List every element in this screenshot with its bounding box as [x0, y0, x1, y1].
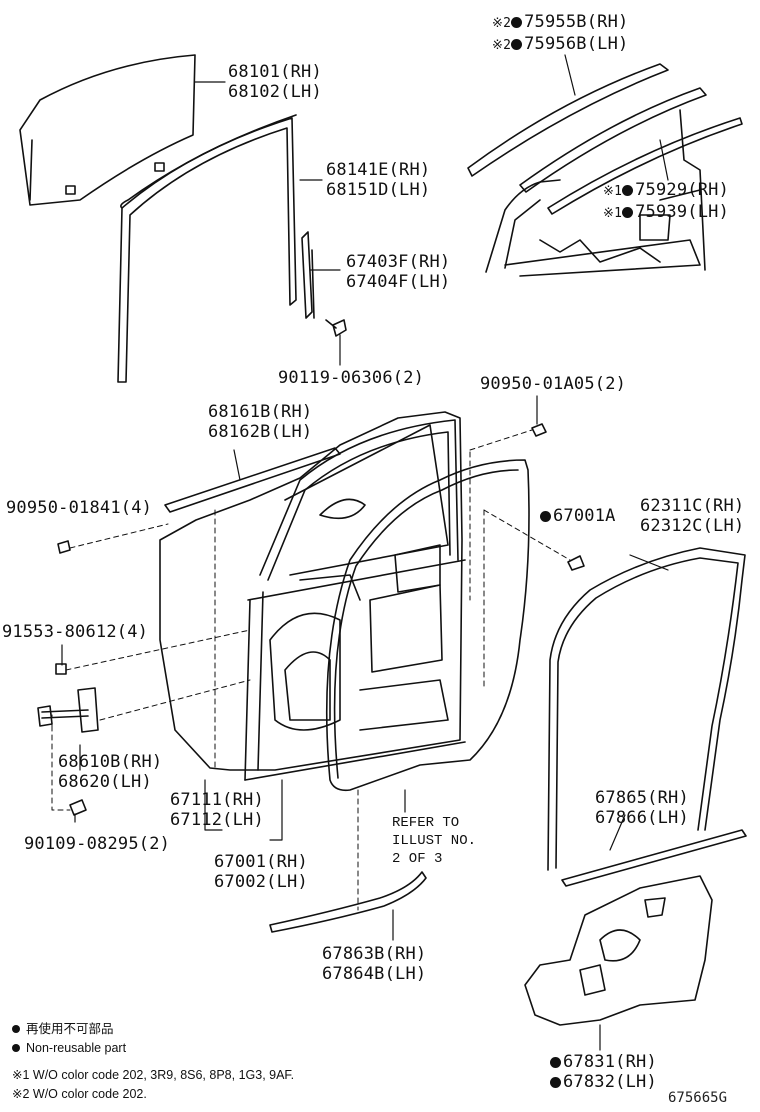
part-number: 67866(LH): [595, 808, 689, 828]
non-reusable-dot: [622, 185, 634, 196]
label-75929: ※1 75929(RH) ※1 75939(LH): [603, 180, 729, 224]
door-shell-drawing: [159, 411, 466, 781]
glass-run-drawing: [117, 114, 297, 383]
label-90950-01a05: 90950-01A05(2): [480, 374, 626, 394]
footnote-2: ※2 W/O color code 202.: [12, 1087, 147, 1101]
refer-line: REFER TO: [392, 815, 460, 831]
note-mark: ※1: [603, 184, 623, 199]
footnote-1: ※1 W/O color code 202, 3R9, 8S6, 8P8, 1G…: [12, 1068, 295, 1082]
part-number: 90119-06306(2): [278, 368, 425, 388]
label-67865: 67865(RH) 67866(LH): [595, 788, 689, 828]
stud-67001a-drawing: [567, 555, 585, 571]
refer-note: REFER TO ILLUST NO. 2 OF 3: [392, 814, 476, 868]
legend-row-jp: 再使用不可部品: [12, 1020, 126, 1039]
division-bar-drawing: [301, 231, 315, 319]
part-number: 67002(LH): [214, 872, 308, 892]
legend-jp-text: 再使用不可部品: [26, 1022, 114, 1036]
label-68141e: 68141E(RH) 68151D(LH): [326, 160, 430, 200]
part-number: 62311C(RH): [640, 496, 745, 516]
door-glass-drawing: [19, 54, 196, 206]
refer-line: 2 OF 3: [392, 851, 443, 867]
label-68101: 68101(RH) 68102(LH): [228, 62, 322, 102]
part-number: 68151D(LH): [326, 180, 431, 200]
part-number: 75929(RH): [635, 180, 730, 200]
opening-trim-drawing: [547, 547, 746, 871]
part-number: 67403F(RH): [346, 252, 451, 272]
part-number: 75956B(LH): [524, 34, 629, 54]
label-67403f: 67403F(RH) 67404F(LH): [346, 252, 450, 292]
part-number: 67832(LH): [563, 1072, 657, 1092]
refer-line: ILLUST NO.: [392, 833, 477, 849]
part-number: 68162B(LH): [208, 422, 313, 442]
note-mark: ※2: [492, 38, 512, 53]
bolt-90109-drawing: [69, 799, 87, 816]
label-67001a: 67001A: [540, 506, 616, 526]
footnotes: ※1 W/O color code 202, 3R9, 8S6, 8P8, 1G…: [12, 1066, 294, 1104]
part-number: 67865(RH): [595, 788, 689, 808]
legend-en-text: Non-reusable part: [26, 1041, 127, 1055]
part-number: 90950-01A05(2): [480, 374, 627, 394]
legend: 再使用不可部品 Non-reusable part: [12, 1020, 126, 1058]
part-number: 75939(LH): [635, 202, 730, 222]
label-68610b: 68610B(RH) 68620(LH): [58, 752, 162, 792]
part-number: 68610B(RH): [58, 752, 163, 772]
label-91553: 91553-80612(4): [2, 622, 148, 642]
label-68161b: 68161B(RH) 68162B(LH): [208, 402, 312, 442]
part-number: 90950-01841(4): [6, 498, 153, 518]
figure-ref: 675665G: [668, 1090, 728, 1106]
belt-moulding-drawing: [467, 63, 743, 277]
part-number: 68161B(RH): [208, 402, 313, 422]
bolt-90119-drawing: [325, 319, 347, 337]
door-weatherstrip-drawing: [325, 459, 530, 792]
clip-90950-01a05-drawing: [531, 423, 547, 437]
label-90950-01841: 90950-01841(4): [6, 498, 152, 518]
note-mark: ※2: [492, 16, 512, 31]
part-number: 75955B(RH): [524, 12, 629, 32]
part-number: 90109-08295(2): [24, 834, 171, 854]
part-number: 68102(LH): [228, 82, 322, 102]
part-number: 68620(LH): [58, 772, 152, 792]
part-number: 67001(RH): [214, 852, 308, 872]
clip-90950-01841-drawing: [57, 540, 71, 554]
part-number: 67863B(RH): [322, 944, 427, 964]
label-62311c: 62311C(RH) 62312C(LH): [640, 496, 744, 536]
part-number: 67404F(LH): [346, 272, 451, 292]
label-67001: 67001(RH) 67002(LH): [214, 852, 308, 892]
non-reusable-dot: [550, 1057, 561, 1068]
lower-weatherstrip-drawing: [269, 871, 427, 933]
part-number: 67831(RH): [563, 1052, 657, 1072]
non-reusable-dot: [550, 1077, 561, 1088]
part-number: 68141E(RH): [326, 160, 431, 180]
non-reusable-dot: [540, 511, 551, 522]
part-number: 67001A: [553, 506, 616, 526]
part-number: 62312C(LH): [640, 516, 745, 536]
label-75955b: ※2 75955B(RH) ※2 75956B(LH): [492, 12, 628, 56]
dashed-assembly-lines: [51, 429, 571, 911]
non-reusable-dot: [511, 17, 523, 28]
label-67111: 67111(RH) 67112(LH): [170, 790, 264, 830]
belt-weatherstrip-drawing: [164, 447, 341, 513]
legend-row-en: Non-reusable part: [12, 1039, 126, 1058]
legend-dot: [12, 1044, 20, 1052]
part-number: 67111(RH): [170, 790, 264, 810]
label-67831: 67831(RH) 67832(LH): [550, 1052, 657, 1092]
part-number: 67864B(LH): [322, 964, 427, 984]
leader-lines: [61, 54, 669, 1051]
door-hinge-drawing: [37, 663, 99, 733]
non-reusable-dot: [511, 39, 523, 50]
note-mark: ※1: [603, 206, 623, 221]
label-67863b: 67863B(RH) 67864B(LH): [322, 944, 426, 984]
non-reusable-dot: [622, 207, 634, 218]
lower-seal-drawing: [561, 829, 747, 887]
service-hole-cover-drawing: [524, 875, 713, 1026]
label-90119: 90119-06306(2): [278, 368, 424, 388]
part-number: 68101(RH): [228, 62, 322, 82]
label-90109: 90109-08295(2): [24, 834, 170, 854]
legend-dot: [12, 1025, 20, 1033]
part-number: 91553-80612(4): [2, 622, 149, 642]
part-number: 67112(LH): [170, 810, 264, 830]
